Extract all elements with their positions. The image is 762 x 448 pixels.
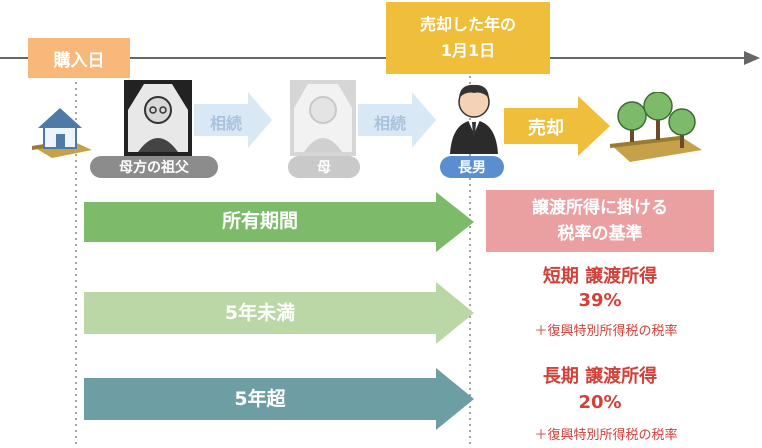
purchase-date-label: 購入日 [53, 50, 105, 71]
mother-portrait-icon [290, 80, 356, 156]
under-5-years-label: 5年未満 [224, 302, 296, 324]
inherit-arrow-1-label: 相続 [209, 114, 242, 133]
inherit-arrow-2 [358, 92, 436, 148]
tax-rate-header: 譲渡所得に掛ける 税率の基準 [486, 190, 714, 252]
sale-date-label-line2: 1月1日 [440, 41, 496, 60]
short-term-title: 短期 譲渡所得 [542, 266, 658, 287]
inherit-arrow-2-label: 相続 [373, 114, 406, 133]
short-term-note: ＋復興特別所得税の税率 [534, 324, 678, 339]
son-person-icon [450, 84, 498, 154]
sale-date-box: 売却した年の 1月1日 [386, 2, 550, 74]
grandfather-label-text: 母方の祖父 [119, 160, 189, 176]
grandfather-portrait-icon [124, 80, 192, 156]
holding-period-arrow [84, 192, 474, 252]
sale-arrow [504, 96, 610, 156]
timeline-arrowhead [744, 51, 760, 65]
holding-period-label: 所有期間 [221, 210, 298, 232]
sale-date-label-line1: 売却した年の [419, 15, 516, 34]
purchase-date-box: 購入日 [28, 38, 130, 78]
under-5-years-arrow [84, 282, 474, 344]
sale-arrow-label: 売却 [528, 118, 564, 139]
land-trees-icon [610, 92, 702, 162]
grandfather-label: 母方の祖父 [90, 156, 218, 178]
mother-label-text: 母 [317, 160, 331, 176]
son-label: 長男 [440, 156, 504, 178]
house-icon [32, 108, 92, 158]
mother-label: 母 [288, 156, 360, 178]
tax-rate-header-line2: 税率の基準 [557, 224, 643, 244]
long-term-rate: 20% [578, 392, 622, 413]
short-term-rate: 39% [578, 290, 622, 311]
son-label-text: 長男 [458, 160, 486, 176]
tax-rate-header-line1: 譲渡所得に掛ける [532, 198, 668, 218]
over-5-years-label: 5年超 [234, 388, 286, 410]
inherit-arrow-1 [194, 92, 272, 148]
long-term-note: ＋復興特別所得税の税率 [534, 428, 678, 443]
over-5-years-arrow [84, 368, 474, 430]
long-term-title: 長期 譲渡所得 [542, 366, 658, 387]
